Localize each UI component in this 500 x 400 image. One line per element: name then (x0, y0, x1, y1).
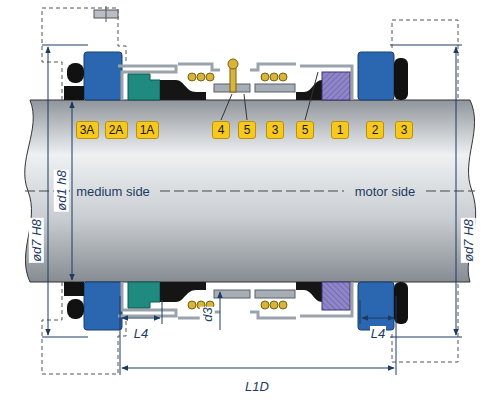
callout-number: 5 (302, 122, 309, 138)
dimension-label: L4 (370, 326, 386, 341)
callout-box: 3A (76, 121, 99, 139)
callout-number: 4 (218, 122, 225, 138)
elastomer-bellows (296, 80, 322, 100)
metal-cup (300, 66, 352, 100)
callout-number: 3 (401, 122, 408, 138)
stationary-seat (358, 52, 394, 100)
callout-number: 5 (244, 122, 251, 138)
stationary-seat (84, 52, 122, 100)
o-ring (394, 58, 408, 100)
callout-box: 5 (238, 121, 256, 139)
dimension-lines (42, 45, 462, 375)
callout-number: 3 (272, 122, 279, 138)
spring-retainer (178, 64, 220, 70)
callout-box: 3 (395, 121, 413, 139)
dimension-label: d3 (200, 306, 215, 322)
callout-number: 3A (80, 122, 95, 138)
secondary-seal (64, 86, 84, 100)
dimension-label: L1D (244, 379, 270, 394)
dimension-label: ød7 H8 (460, 218, 475, 263)
callout-number: 2 (372, 122, 379, 138)
seal-face-hatched (322, 72, 350, 100)
callout-number: 1A (140, 122, 155, 138)
callout-box: 3 (266, 121, 284, 139)
seal-half-mirrored (42, 282, 458, 374)
callout-number: 1 (337, 122, 344, 138)
housing-outline (392, 20, 458, 100)
callout-box: 4 (212, 121, 230, 139)
spring-retainer (250, 64, 296, 70)
drive-sleeve (255, 84, 295, 92)
seal-face (128, 74, 160, 100)
housing-outline (42, 8, 126, 100)
spring-coil (188, 73, 287, 81)
dimension-label: ød7 H8 (28, 218, 43, 263)
callout-number: 2A (109, 122, 124, 138)
set-screw (94, 6, 118, 22)
seal-half (42, 8, 458, 100)
callout-box: 2 (366, 121, 384, 139)
callout-box: 5 (296, 121, 314, 139)
leader-line (221, 72, 318, 120)
shaft (25, 100, 476, 282)
elastomer-bellows (160, 80, 206, 100)
dimension-label: ød1 h8 (53, 169, 68, 211)
dimension-label: L4 (133, 326, 149, 341)
side-label: motor side (354, 184, 417, 199)
side-label: medium side (75, 184, 151, 199)
callout-box: 1 (331, 121, 349, 139)
callout-box: 1A (136, 121, 159, 139)
callout-box: 2A (105, 121, 128, 139)
o-ring (67, 63, 84, 83)
drive-pin (228, 59, 238, 92)
